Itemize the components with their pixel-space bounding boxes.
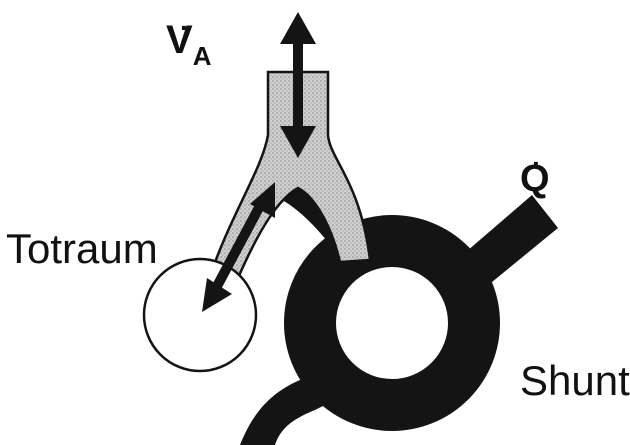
blood-vessel — [240, 185, 558, 445]
dead-space-alveolus — [144, 259, 256, 371]
q-dot: · — [532, 150, 541, 178]
dead-space-label: Totraum — [6, 228, 158, 270]
va-subscript: A — [193, 41, 212, 71]
va-dot: · — [180, 14, 189, 42]
perfusion-label: · Q — [520, 160, 550, 198]
shunt-label: Shunt — [520, 360, 630, 402]
capillary-ring — [310, 241, 474, 405]
alveolar-ventilation-label: · VA — [166, 20, 211, 60]
